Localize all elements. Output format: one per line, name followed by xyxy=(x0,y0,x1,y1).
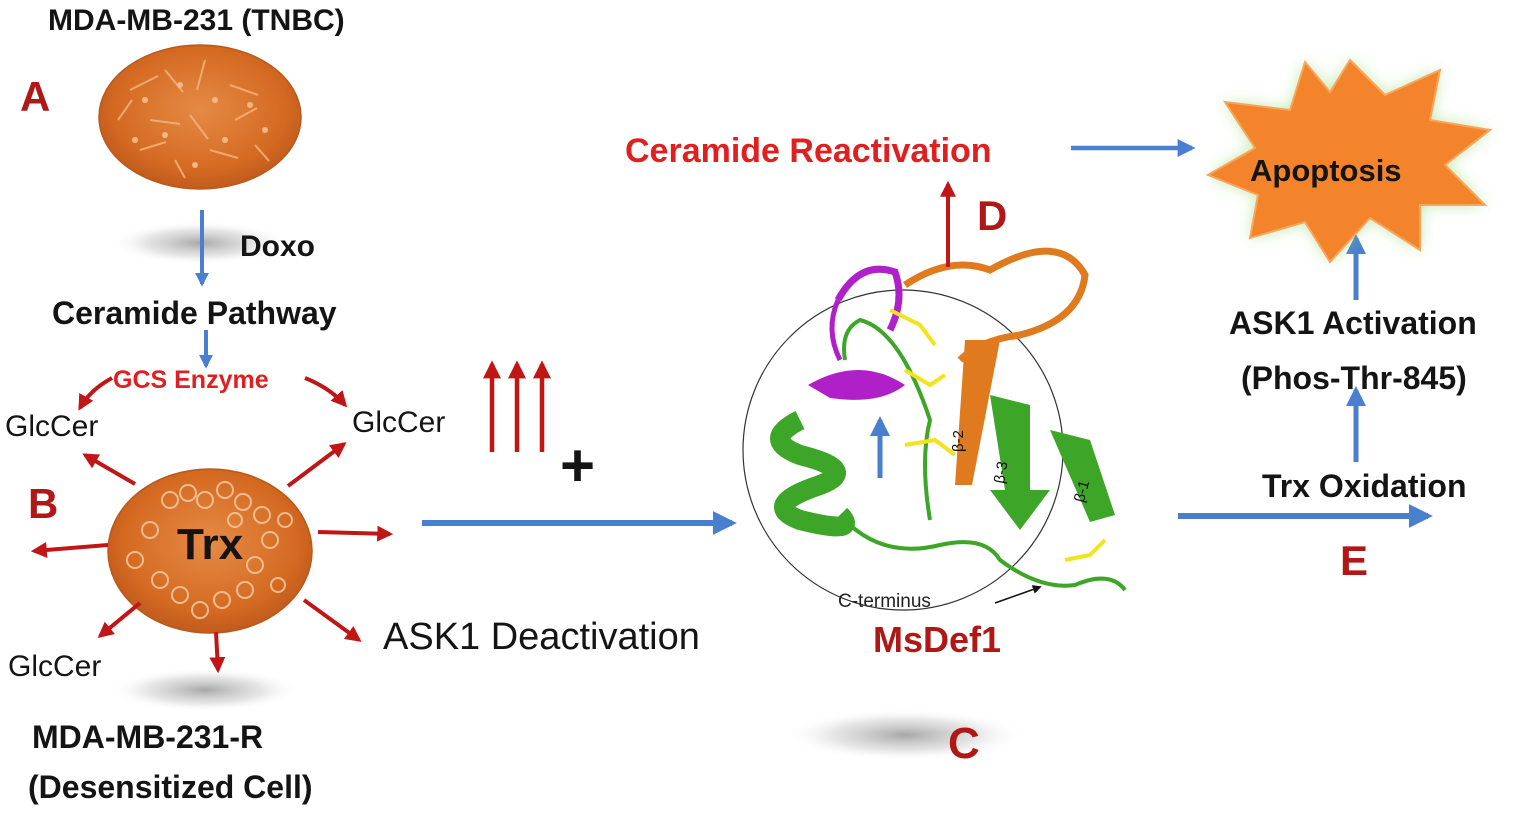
apoptosis-label: Apoptosis xyxy=(1250,153,1402,188)
resistant-cell-image xyxy=(107,468,313,634)
gcs-arrow-right xyxy=(304,376,348,408)
msdef1-label: MsDef1 xyxy=(873,619,1002,660)
cell-line-top-label: MDA-MB-231 (TNBC) xyxy=(48,4,345,37)
shadow-bottom-cell xyxy=(110,668,300,712)
glccer-left-label: GlcCer xyxy=(5,410,99,443)
gcs-arrow-left xyxy=(78,376,113,411)
panel-b-label: B xyxy=(28,480,59,527)
ceramide-reactivation-label: Ceramide Reactivation xyxy=(625,132,992,170)
ask1-deactivation-label: ASK1 Deactivation xyxy=(383,616,700,658)
panel-c-label: C xyxy=(948,719,980,768)
gcs-enzyme-label: GCS Enzyme xyxy=(113,366,269,394)
phos-thr-label: (Phos-Thr-845) xyxy=(1241,360,1467,396)
panel-d-label: D xyxy=(977,192,1008,239)
plus-sign: + xyxy=(560,432,596,499)
trx-oxidation-label: Trx Oxidation xyxy=(1262,468,1467,504)
doxo-label: Doxo xyxy=(240,230,315,263)
glccer-right-label: GlcCer xyxy=(352,406,446,439)
ask1-activation-label: ASK1 Activation xyxy=(1229,305,1477,341)
glccer-efflux-arrows xyxy=(30,442,394,674)
cell-line-bottom-label: MDA-MB-231-R xyxy=(32,719,264,755)
beta3-label: β-3 xyxy=(991,460,1012,485)
ceramide-pathway-label: Ceramide Pathway xyxy=(52,295,337,331)
beta2-label: β-2 xyxy=(950,430,967,452)
panel-e-label: E xyxy=(1340,537,1369,584)
trx-label: Trx xyxy=(177,520,244,569)
msdef1-structure xyxy=(742,247,1127,611)
shadow-msdef1 xyxy=(785,709,1025,761)
glccer-increase-arrows xyxy=(483,360,551,452)
desensitized-label: (Desensitized Cell) xyxy=(28,769,313,805)
panel-a-label: A xyxy=(20,73,51,120)
tnbc-cell-image xyxy=(98,44,302,190)
apoptosis-burst xyxy=(1205,58,1493,264)
glccer-bottom-label: GlcCer xyxy=(8,650,102,683)
c-terminus-label: C-terminus xyxy=(838,591,931,612)
